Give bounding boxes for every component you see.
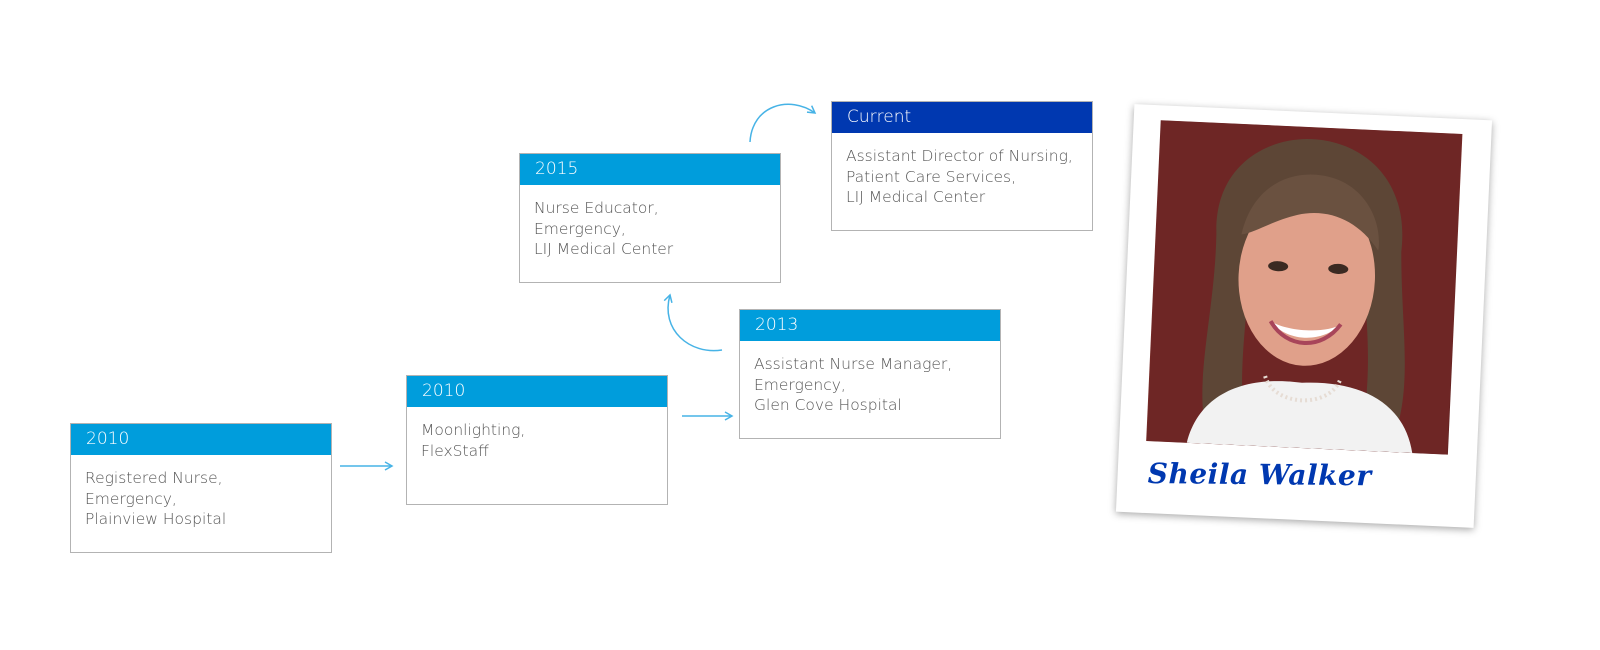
- card-year: 2013: [740, 310, 1000, 341]
- card-line: Emergency,: [534, 219, 626, 238]
- profile-photo: [1146, 120, 1463, 455]
- arrow-4-to-5: [749, 103, 817, 143]
- card-description: Assistant Nurse Manager, Emergency, Glen…: [740, 341, 1000, 416]
- timeline-card-2013: 2013 Assistant Nurse Manager, Emergency,…: [739, 309, 1001, 439]
- card-line: Patient Care Services,: [846, 167, 1017, 186]
- card-line: Registered Nurse,: [85, 469, 223, 487]
- card-line: FlexStaff: [421, 441, 489, 460]
- card-year: 2015: [520, 154, 780, 185]
- card-line: Emergency,: [85, 489, 177, 508]
- card-line: LIJ Medical Center: [534, 240, 674, 258]
- card-description: Registered Nurse, Emergency, Plainview H…: [71, 455, 331, 530]
- timeline-card-2010-moonlighting: 2010 Moonlighting, FlexStaff: [406, 375, 668, 505]
- card-description: Assistant Director of Nursing, Patient C…: [832, 133, 1092, 208]
- profile-name: Sheila Walker: [1147, 456, 1372, 493]
- card-year: 2010: [407, 376, 667, 407]
- timeline-card-2010-registered-nurse: 2010 Registered Nurse, Emergency, Plainv…: [70, 423, 332, 553]
- card-line: Moonlighting,: [421, 421, 526, 439]
- card-line: Assistant Nurse Manager,: [754, 355, 953, 373]
- card-line: Plainview Hospital: [85, 510, 227, 528]
- timeline-card-current: Current Assistant Director of Nursing, P…: [831, 101, 1093, 231]
- card-year: 2010: [71, 424, 331, 455]
- timeline-card-2015: 2015 Nurse Educator, Emergency, LIJ Medi…: [519, 153, 781, 283]
- portrait-illustration: [1146, 120, 1462, 455]
- profile-polaroid: Sheila Walker: [1115, 104, 1493, 528]
- card-description: Moonlighting, FlexStaff: [407, 407, 667, 461]
- card-description: Nurse Educator, Emergency, LIJ Medical C…: [520, 185, 780, 260]
- card-line: LIJ Medical Center: [846, 188, 986, 206]
- card-line: Glen Cove Hospital: [754, 396, 902, 414]
- card-line: Nurse Educator,: [534, 199, 659, 217]
- arrow-3-to-4: [663, 293, 723, 352]
- card-line: Emergency,: [754, 375, 846, 394]
- card-year: Current: [832, 102, 1092, 133]
- card-line: Assistant Director of Nursing,: [846, 147, 1073, 165]
